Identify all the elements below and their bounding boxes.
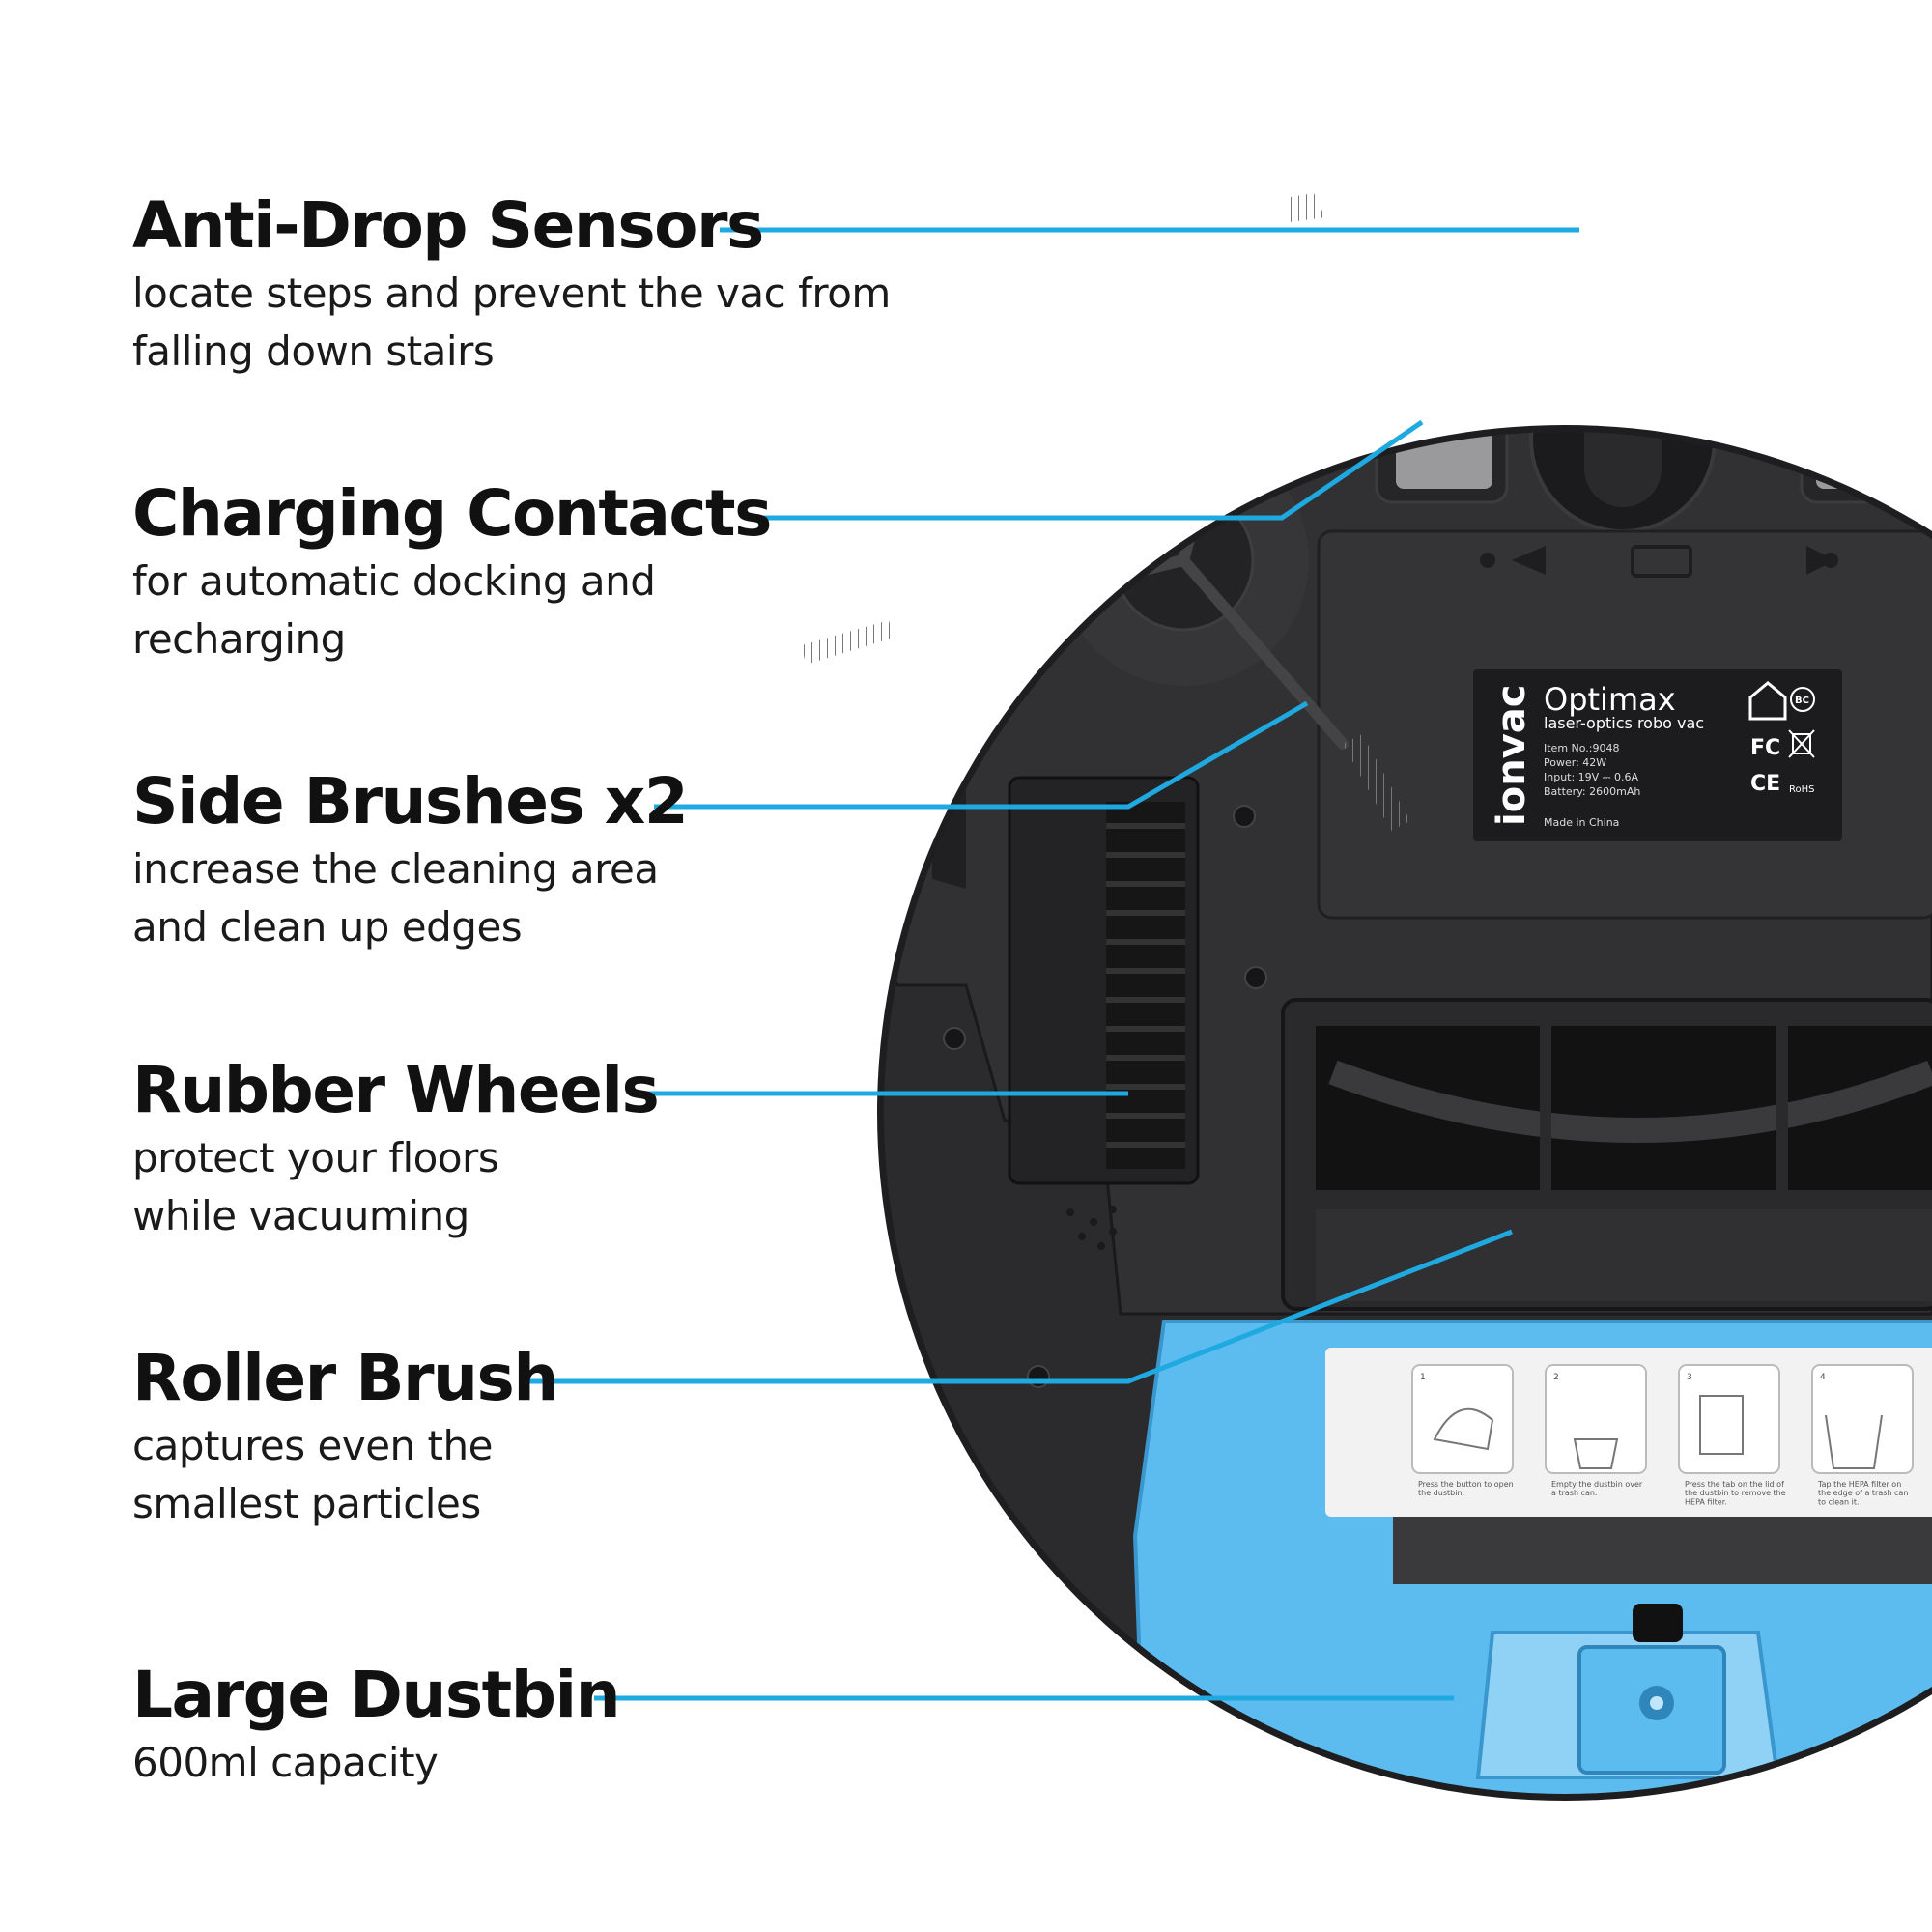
open-dustbin-icon xyxy=(1433,1407,1494,1451)
feature-charging-contacts: Charging Contacts for automatic docking … xyxy=(132,473,1002,668)
feature-description: 600ml capacity xyxy=(132,1739,439,1786)
feature-title: Rubber Wheels xyxy=(132,1053,660,1127)
mark-rohs: RoHS xyxy=(1789,784,1814,795)
mark-fc: FC xyxy=(1750,736,1780,760)
feature-description: increase the cleaning area and clean up … xyxy=(132,845,659,951)
feature-description: captures even the smallest particles xyxy=(132,1422,493,1527)
trash-can-icon xyxy=(1573,1438,1619,1469)
instruction-step: 1 xyxy=(1420,1373,1426,1382)
label-origin: Made in China xyxy=(1544,816,1619,829)
instruction-step: 4 xyxy=(1820,1373,1826,1382)
callout-line-roller xyxy=(520,1229,1513,1384)
mark-ce: CE xyxy=(1750,772,1780,796)
callout-line-charging xyxy=(763,419,1424,521)
label-tagline: laser-optics robo vac xyxy=(1544,714,1704,732)
label-model: Optimax xyxy=(1544,681,1676,718)
label-spec-item: Item No.:9048 xyxy=(1544,742,1620,754)
feature-title: Large Dustbin xyxy=(132,1658,621,1732)
label-brand: ionvac xyxy=(1490,685,1534,826)
feature-title: Anti-Drop Sensors xyxy=(132,188,764,263)
instruction-step: 2 xyxy=(1553,1373,1559,1382)
feature-rubber-wheels: Rubber Wheels protect your floors while … xyxy=(132,1050,1002,1245)
feature-title: Charging Contacts xyxy=(132,476,772,551)
rubber-wheel xyxy=(1008,776,1200,1185)
label-spec-input: Input: 19V ⎓ 0.6A xyxy=(1544,771,1638,783)
anti-drop-sensor xyxy=(1575,211,1748,278)
feature-description: locate steps and prevent the vac from fa… xyxy=(132,270,891,375)
feature-description: for automatic docking and recharging xyxy=(132,557,656,663)
feature-anti-drop-sensors: Anti-Drop Sensors locate steps and preve… xyxy=(132,185,1002,381)
tap-filter-icon xyxy=(1825,1414,1883,1469)
feature-large-dustbin: Large Dustbin 600ml capacity xyxy=(132,1655,1002,1792)
feature-title: Roller Brush xyxy=(132,1341,558,1415)
label-spec-power: Power: 42W xyxy=(1544,756,1606,769)
callout-lines xyxy=(520,227,1579,1701)
feature-side-brushes: Side Brushes x2 increase the cleaning ar… xyxy=(132,761,1002,956)
roller-brush xyxy=(1281,998,1932,1311)
weee-bin-icon xyxy=(1788,729,1815,758)
instruction-step: 3 xyxy=(1687,1373,1692,1382)
callout-line-side-brush xyxy=(654,700,1309,810)
feature-roller-brush: Roller Brush captures even the smallest … xyxy=(132,1338,1002,1533)
mark-bc: BC xyxy=(1795,696,1809,706)
home-icon xyxy=(1748,681,1787,721)
feature-description: protect your floors while vacuuming xyxy=(132,1134,499,1239)
label-spec-battery: Battery: 2600mAh xyxy=(1544,785,1640,798)
product-label: ionvac Optimax laser-optics robo vac Ite… xyxy=(1473,669,1842,841)
hepa-filter-icon xyxy=(1699,1395,1744,1455)
feature-title: Side Brushes x2 xyxy=(132,764,689,838)
bc-mark-icon xyxy=(1790,687,1815,712)
